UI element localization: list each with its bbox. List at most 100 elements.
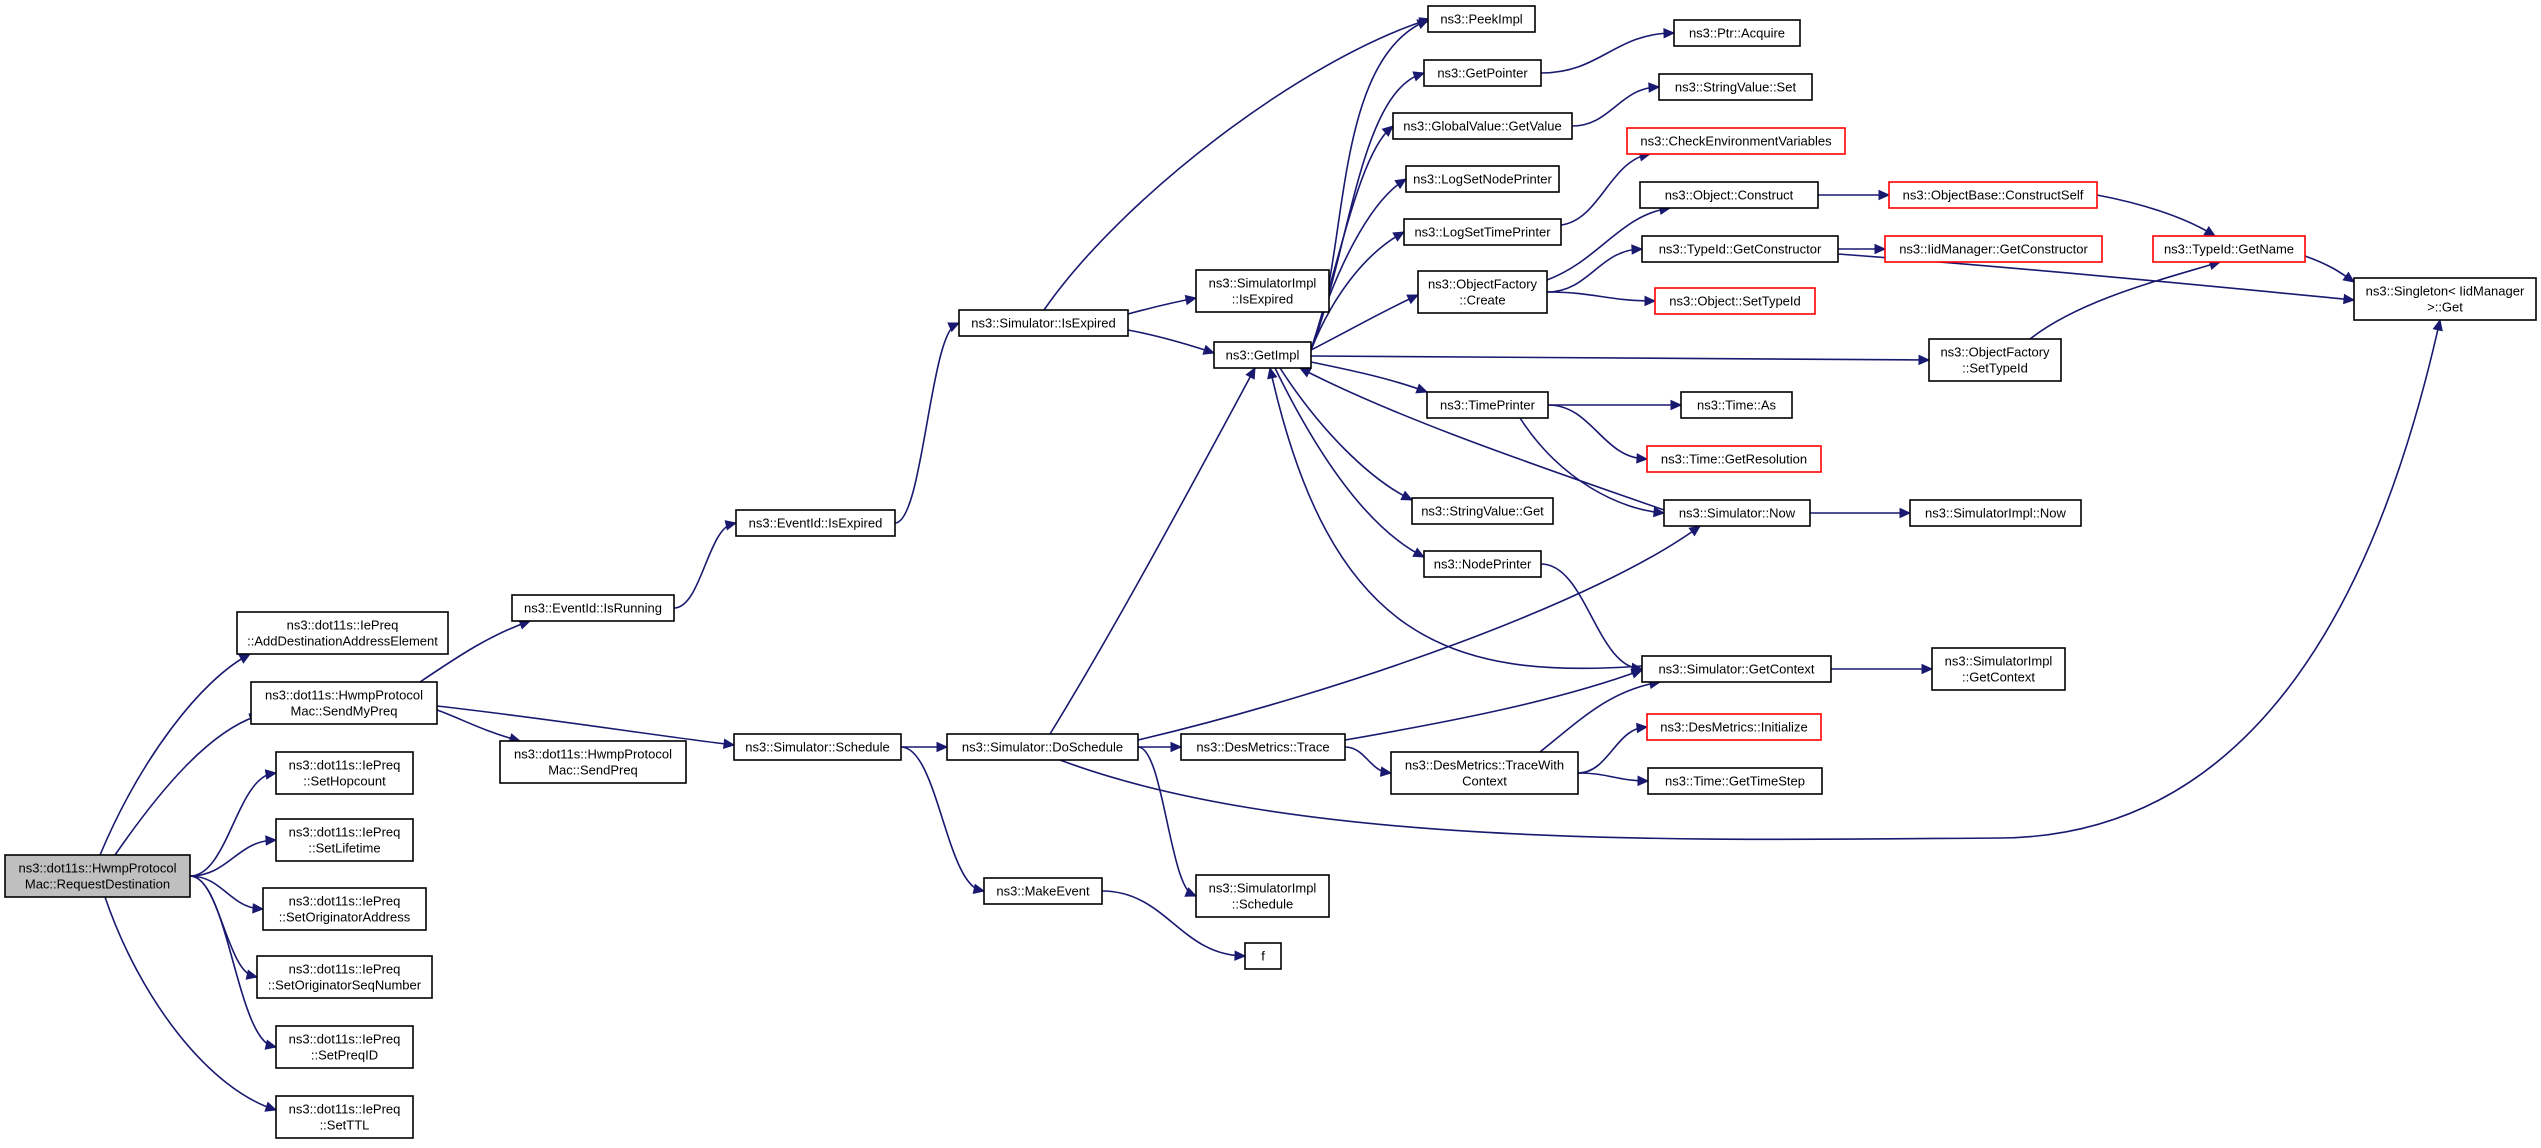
node-box <box>4 854 191 898</box>
node-label: ns3::ObjectBase::ConstructSelf <box>1903 188 2084 203</box>
node-ptrAcquire[interactable]: ns3::Ptr::Acquire <box>1673 19 1801 47</box>
node-singletonGet[interactable]: ns3::Singleton< IidManager>::Get <box>2353 277 2537 321</box>
node-desTrace[interactable]: ns3::DesMetrics::Trace <box>1180 733 1346 761</box>
node-setOrigAddr[interactable]: ns3::dot11s::IePreq::SetOriginatorAddres… <box>262 887 427 931</box>
node-getImpl[interactable]: ns3::GetImpl <box>1213 341 1312 369</box>
node-timeAs[interactable]: ns3::Time::As <box>1680 391 1793 419</box>
node-box <box>1423 59 1542 87</box>
node-simGetContext[interactable]: ns3::Simulator::GetContext <box>1641 655 1832 683</box>
edge-root-to-setTtl <box>104 896 277 1111</box>
node-setHop[interactable]: ns3::dot11s::IePreq::SetHopcount <box>275 751 414 795</box>
node-box <box>1411 497 1554 525</box>
node-setOrigSeq[interactable]: ns3::dot11s::IePreq::SetOriginatorSeqNum… <box>256 955 433 999</box>
node-objConstruct[interactable]: ns3::Object::Construct <box>1639 181 1819 209</box>
node-ofCreate[interactable]: ns3::ObjectFactory::Create <box>1417 270 1548 314</box>
node-label: ns3::GetPointer <box>1437 66 1528 81</box>
arrowhead-getImpl-to-timePrinter <box>1415 383 1429 394</box>
node-checkEnv[interactable]: ns3::CheckEnvironmentVariables <box>1626 127 1846 155</box>
node-setLife[interactable]: ns3::dot11s::IePreq::SetLifetime <box>275 818 414 862</box>
node-setTtl[interactable]: ns3::dot11s::IePreq::SetTTL <box>275 1095 414 1139</box>
node-implIsExpired[interactable]: ns3::SimulatorImpl::IsExpired <box>1195 269 1330 313</box>
node-makeEvent[interactable]: ns3::MakeEvent <box>983 877 1103 905</box>
node-timeGetRes[interactable]: ns3::Time::GetResolution <box>1646 445 1822 473</box>
node-box <box>1673 19 1801 47</box>
arrowhead-tidGetCtor-to-iidGetCtor <box>1874 243 1887 255</box>
node-objSetTid[interactable]: ns3::Object::SetTypeId <box>1654 287 1816 315</box>
node-label: ::IsExpired <box>1232 292 1293 307</box>
edge-root-to-setPreqId <box>189 875 277 1048</box>
node-label: ns3::StringValue::Get <box>1421 504 1544 519</box>
edge-doSchedule-to-singletonGet <box>1059 319 2441 841</box>
node-tidGetCtor[interactable]: ns3::TypeId::GetConstructor <box>1641 235 1839 263</box>
node-implNow[interactable]: ns3::SimulatorImpl::Now <box>1909 499 2082 527</box>
node-f[interactable]: f <box>1244 942 1282 970</box>
node-implGetContext[interactable]: ns3::SimulatorImpl::GetContext <box>1931 647 2066 691</box>
node-box <box>262 887 427 931</box>
node-desInit[interactable]: ns3::DesMetrics::Initialize <box>1646 713 1822 741</box>
node-svSet[interactable]: ns3::StringValue::Set <box>1658 73 1813 101</box>
edge-gvGetValue-to-svSet <box>1571 86 1660 127</box>
node-gvGetValue[interactable]: ns3::GlobalValue::GetValue <box>1392 112 1573 140</box>
node-getPointer[interactable]: ns3::GetPointer <box>1423 59 1542 87</box>
node-nodePrinter[interactable]: ns3::NodePrinter <box>1423 550 1542 578</box>
node-box <box>1423 550 1542 578</box>
node-simIsExpired[interactable]: ns3::Simulator::IsExpired <box>958 309 1129 337</box>
node-box <box>1213 341 1312 369</box>
edge-ofCreate-to-objSetTid <box>1546 291 1656 302</box>
node-simNow[interactable]: ns3::Simulator::Now <box>1663 499 1811 527</box>
node-box <box>1392 112 1573 140</box>
node-timePrinter[interactable]: ns3::TimePrinter <box>1426 391 1549 419</box>
node-addDest[interactable]: ns3::dot11s::IePreq::AddDestinationAddre… <box>236 611 449 655</box>
nodes-layer: ns3::dot11s::HwmpProtocolMac::RequestDes… <box>4 5 2537 1139</box>
edge-simGetContext-to-getImpl <box>1269 367 1643 670</box>
node-schedule[interactable]: ns3::Simulator::Schedule <box>733 733 902 761</box>
node-svGet[interactable]: ns3::StringValue::Get <box>1411 497 1554 525</box>
edge-sendMyPreq-to-sendPreq <box>436 709 521 742</box>
arrowhead-doSchedule-to-getImpl <box>1245 366 1256 380</box>
edge-timePrinter-to-timeGetRes <box>1547 404 1648 460</box>
node-logNode[interactable]: ns3::LogSetNodePrinter <box>1405 165 1560 193</box>
arrowhead-tidGetCtor-to-singletonGet <box>2343 293 2356 305</box>
arrowhead-isRunning-to-eventIsExpired <box>724 520 738 531</box>
node-logTime[interactable]: ns3::LogSetTimePrinter <box>1403 218 1562 246</box>
node-obConstructSelf[interactable]: ns3::ObjectBase::ConstructSelf <box>1888 181 2098 209</box>
node-root[interactable]: ns3::dot11s::HwmpProtocolMac::RequestDes… <box>4 854 191 898</box>
node-box <box>1663 499 1811 527</box>
edge-obConstructSelf-to-tidGetName <box>2096 194 2216 237</box>
arrowhead-traceWith-to-timeStep <box>1637 775 1650 787</box>
node-setPreqId[interactable]: ns3::dot11s::IePreq::SetPreqID <box>275 1025 414 1069</box>
edge-simIsExpired-to-getImpl <box>1127 329 1215 354</box>
edge-doSchedule-to-getImpl <box>1049 367 1256 735</box>
node-tidGetName[interactable]: ns3::TypeId::GetName <box>2152 235 2306 263</box>
arrowhead-getImpl-to-logTime <box>1392 231 1406 242</box>
node-label: ns3::NodePrinter <box>1434 557 1532 572</box>
node-label: ns3::Ptr::Acquire <box>1689 26 1785 41</box>
node-iidGetCtor[interactable]: ns3::IidManager::GetConstructor <box>1884 235 2103 263</box>
node-eventIsExpired[interactable]: ns3::EventId::IsExpired <box>735 509 896 537</box>
node-isRunning[interactable]: ns3::EventId::IsRunning <box>511 594 675 622</box>
node-implSchedule[interactable]: ns3::SimulatorImpl::Schedule <box>1195 874 1330 918</box>
node-label: ::SetPreqID <box>311 1048 378 1063</box>
arrowhead-getImpl-to-svGet <box>1400 490 1414 501</box>
node-box <box>499 740 687 784</box>
node-timeStep[interactable]: ns3::Time::GetTimeStep <box>1647 767 1823 795</box>
node-label: ::SetOriginatorAddress <box>279 910 411 925</box>
node-label: Mac::SendPreq <box>548 763 638 778</box>
node-label: ns3::Singleton< IidManager <box>2366 284 2525 299</box>
node-label: >::Get <box>2427 300 2463 315</box>
node-box <box>275 751 414 795</box>
node-label: ns3::Simulator::DoSchedule <box>962 740 1123 755</box>
node-box <box>275 1025 414 1069</box>
node-label: ns3::SimulatorImpl <box>1209 276 1317 291</box>
node-box <box>958 309 1129 337</box>
arrowhead-simNow-to-getImpl <box>1298 367 1312 378</box>
node-label: ns3::dot11s::HwmpProtocol <box>514 747 672 762</box>
node-peekImpl[interactable]: ns3::PeekImpl <box>1427 5 1536 33</box>
node-ofSetTid[interactable]: ns3::ObjectFactory::SetTypeId <box>1928 338 2062 382</box>
node-doSchedule[interactable]: ns3::Simulator::DoSchedule <box>946 733 1139 761</box>
edge-getImpl-to-logTime <box>1310 231 1405 351</box>
